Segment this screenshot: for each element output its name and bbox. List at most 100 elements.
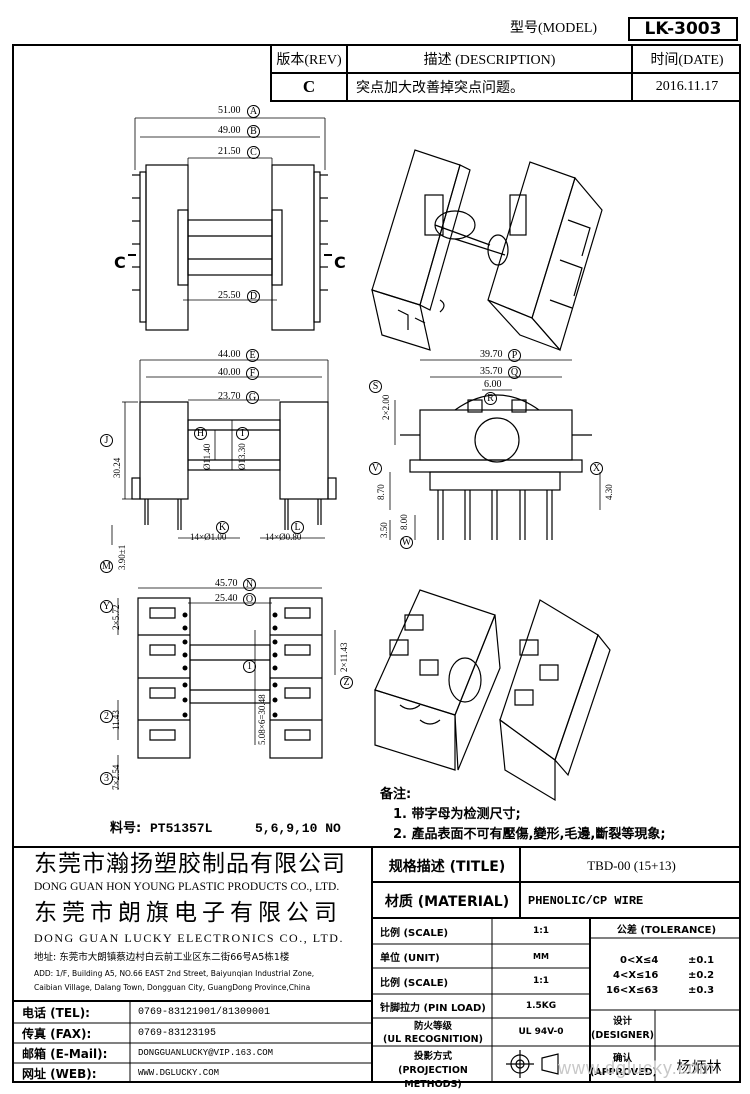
end-dim-6: 6.00 (484, 379, 502, 390)
dim-e: 44.00 (218, 349, 241, 360)
bot-dim-2x11: 2×11.43 (339, 642, 349, 673)
circle-r: R (484, 392, 497, 405)
tel-value: 0769-83121901/81309001 (138, 1006, 271, 1018)
bot-dim-45: 45.70 (215, 578, 238, 589)
address-en-2: Caibian Village, Dalang Town, Dongguan C… (34, 983, 311, 992)
end-dim-39: 39.70 (480, 349, 503, 360)
model-label: 型号(MODEL) (510, 21, 598, 36)
bot-dim-11: 11.43 (111, 710, 121, 730)
dim-c: 21.50 (218, 146, 241, 157)
model-value: LK-3003 (628, 17, 738, 41)
rev-divider-v2 (631, 44, 633, 102)
pinload-label: 针脚拉力 (PIN LOAD) (380, 1002, 486, 1014)
email-label: 邮箱 (E-Mail): (22, 1046, 108, 1061)
circle-g: G (246, 391, 259, 404)
date-value: 2016.11.17 (655, 79, 719, 94)
notes-title: 备注: (380, 787, 412, 802)
circle-k: K (216, 521, 229, 534)
pin-dia-2: 14×Ø0.80 (265, 532, 302, 542)
company-name-1-en: DONG GUAN HON YOUNG PLASTIC PRODUCTS CO.… (34, 881, 340, 893)
ul-label-en: (UL RECOGNITION) (383, 1034, 483, 1045)
note-2: 2. 產品表面不可有壓傷,變形,毛邊,斷裂等現象; (393, 827, 666, 842)
approved-value: 杨炳林 (676, 1058, 722, 1076)
tol-val-3: ±0.3 (688, 985, 715, 996)
end-dim-8-00: 8.00 (399, 514, 409, 530)
note-1: 1. 带字母为检测尺寸; (393, 807, 521, 822)
circle-s: S (369, 380, 382, 393)
pinload-value: 1.5KG (525, 1001, 557, 1011)
tol-range-3: 16<X≤63 (606, 985, 659, 996)
dim-a: 51.00 (218, 105, 241, 116)
circle-q: Q (508, 366, 521, 379)
circle-o: O (243, 593, 256, 606)
end-dim-4-30: 4.30 (604, 484, 614, 500)
web-value: WWW.DGLUCKY.COM (138, 1068, 220, 1078)
address-en-1: ADD: 1/F, Building A5, NO.66 EAST 2nd St… (34, 969, 315, 978)
scale2-value: 1:1 (532, 976, 550, 986)
circle-w: W (400, 536, 413, 549)
projection-label: 投影方式 (PROJECTION METHODS) (374, 1046, 492, 1090)
fax-value: 0769-83123195 (138, 1027, 217, 1039)
tolerance-label: 公差 (TOLERANCE) (616, 924, 717, 936)
email-value: DONGGUANLUCKY@VIP.163.COM (138, 1048, 274, 1058)
tol-val-1: ±0.1 (688, 955, 715, 966)
scale-value: 1:1 (532, 926, 550, 936)
tol-val-2: ±0.2 (688, 970, 715, 981)
title-label: 规格描述 (TITLE) (388, 858, 506, 875)
inner-dia-2: Ø13.30 (237, 443, 247, 470)
address-cn: 地址: 东莞市大朗镇蔡边村白云前工业区东二街66号A5栋1楼 (34, 952, 290, 963)
desc-label: 描述 (DESCRIPTION) (423, 53, 556, 68)
circle-2: 2 (100, 710, 113, 723)
web-label: 网址 (WEB): (22, 1066, 97, 1081)
approved-label: 确认 (APPROVED) (590, 1048, 657, 1083)
tol-range-1: 0<X≤4 (620, 955, 659, 966)
unit-label: 单位 (UNIT) (380, 952, 440, 964)
circle-j: J (100, 434, 113, 447)
material-label: 材质 (MATERIAL) (384, 894, 510, 910)
part-value: PT51357L (150, 821, 213, 836)
scale2-label: 比例 (SCALE) (380, 977, 449, 989)
inner-dia-1: Ø11.40 (202, 443, 212, 470)
circle-l: L (291, 521, 304, 534)
circle-m: M (100, 560, 113, 573)
designer-label-cn: 设计 (612, 1016, 632, 1027)
rev-divider-h (270, 72, 741, 74)
end-dim-35: 35.70 (480, 366, 503, 377)
circle-f: F (246, 367, 259, 380)
approved-label-en: (APPROVED) (590, 1067, 657, 1078)
circle-a: A (247, 105, 260, 118)
ul-label-cn: 防火等级 (413, 1021, 452, 1032)
company-name-2-en: DONG GUAN LUCKY ELECTRONICS CO., LTD. (34, 931, 344, 945)
circle-x: X (590, 462, 603, 475)
bot-dim-25: 25.40 (215, 593, 238, 604)
dim-g: 23.70 (218, 391, 241, 402)
tel-label: 电话 (TEL): (22, 1005, 90, 1020)
circle-z: Z (340, 676, 353, 689)
tol-range-2: 4<X≤16 (613, 970, 659, 981)
circle-i: I (236, 427, 249, 440)
fax-label: 传真 (FAX): (22, 1026, 92, 1041)
desc-value: 突点加大改善掉突点问题。 (356, 80, 524, 96)
bot-dim-pitch: 5.08×6=30.48 (257, 694, 267, 745)
circle-b: B (247, 125, 260, 138)
rev-divider-v1 (346, 44, 348, 102)
company-name-2-cn: 东莞市朗旗电子有限公司 (34, 900, 342, 926)
rev-label: 版本(REV) (276, 53, 342, 68)
material-value: PHENOLIC/CP WIRE (528, 894, 644, 908)
watermark-text: www.dglucky.com (558, 1058, 715, 1078)
pin-dia-1: 14×Ø1.00 (190, 532, 227, 542)
circle-d: D (247, 290, 260, 303)
bot-dim-2x5: 2×5.72 (111, 604, 121, 630)
circle-n: N (243, 578, 256, 591)
ul-value: UL 94V-0 (518, 1027, 564, 1037)
circle-e: E (246, 349, 259, 362)
scale-label: 比例 (SCALE) (380, 927, 449, 939)
model-value-text: LK-3003 (644, 19, 722, 39)
height-dim: 30.24 (112, 457, 122, 478)
date-label: 时间(DATE) (650, 53, 724, 68)
circle-p: P (508, 349, 521, 362)
circle-c: C (247, 146, 260, 159)
circle-1: 1 (243, 660, 256, 673)
designer-label: 设计 (DESIGNER) (590, 1012, 655, 1046)
no-pins: 5,6,9,10 NO (255, 821, 341, 836)
